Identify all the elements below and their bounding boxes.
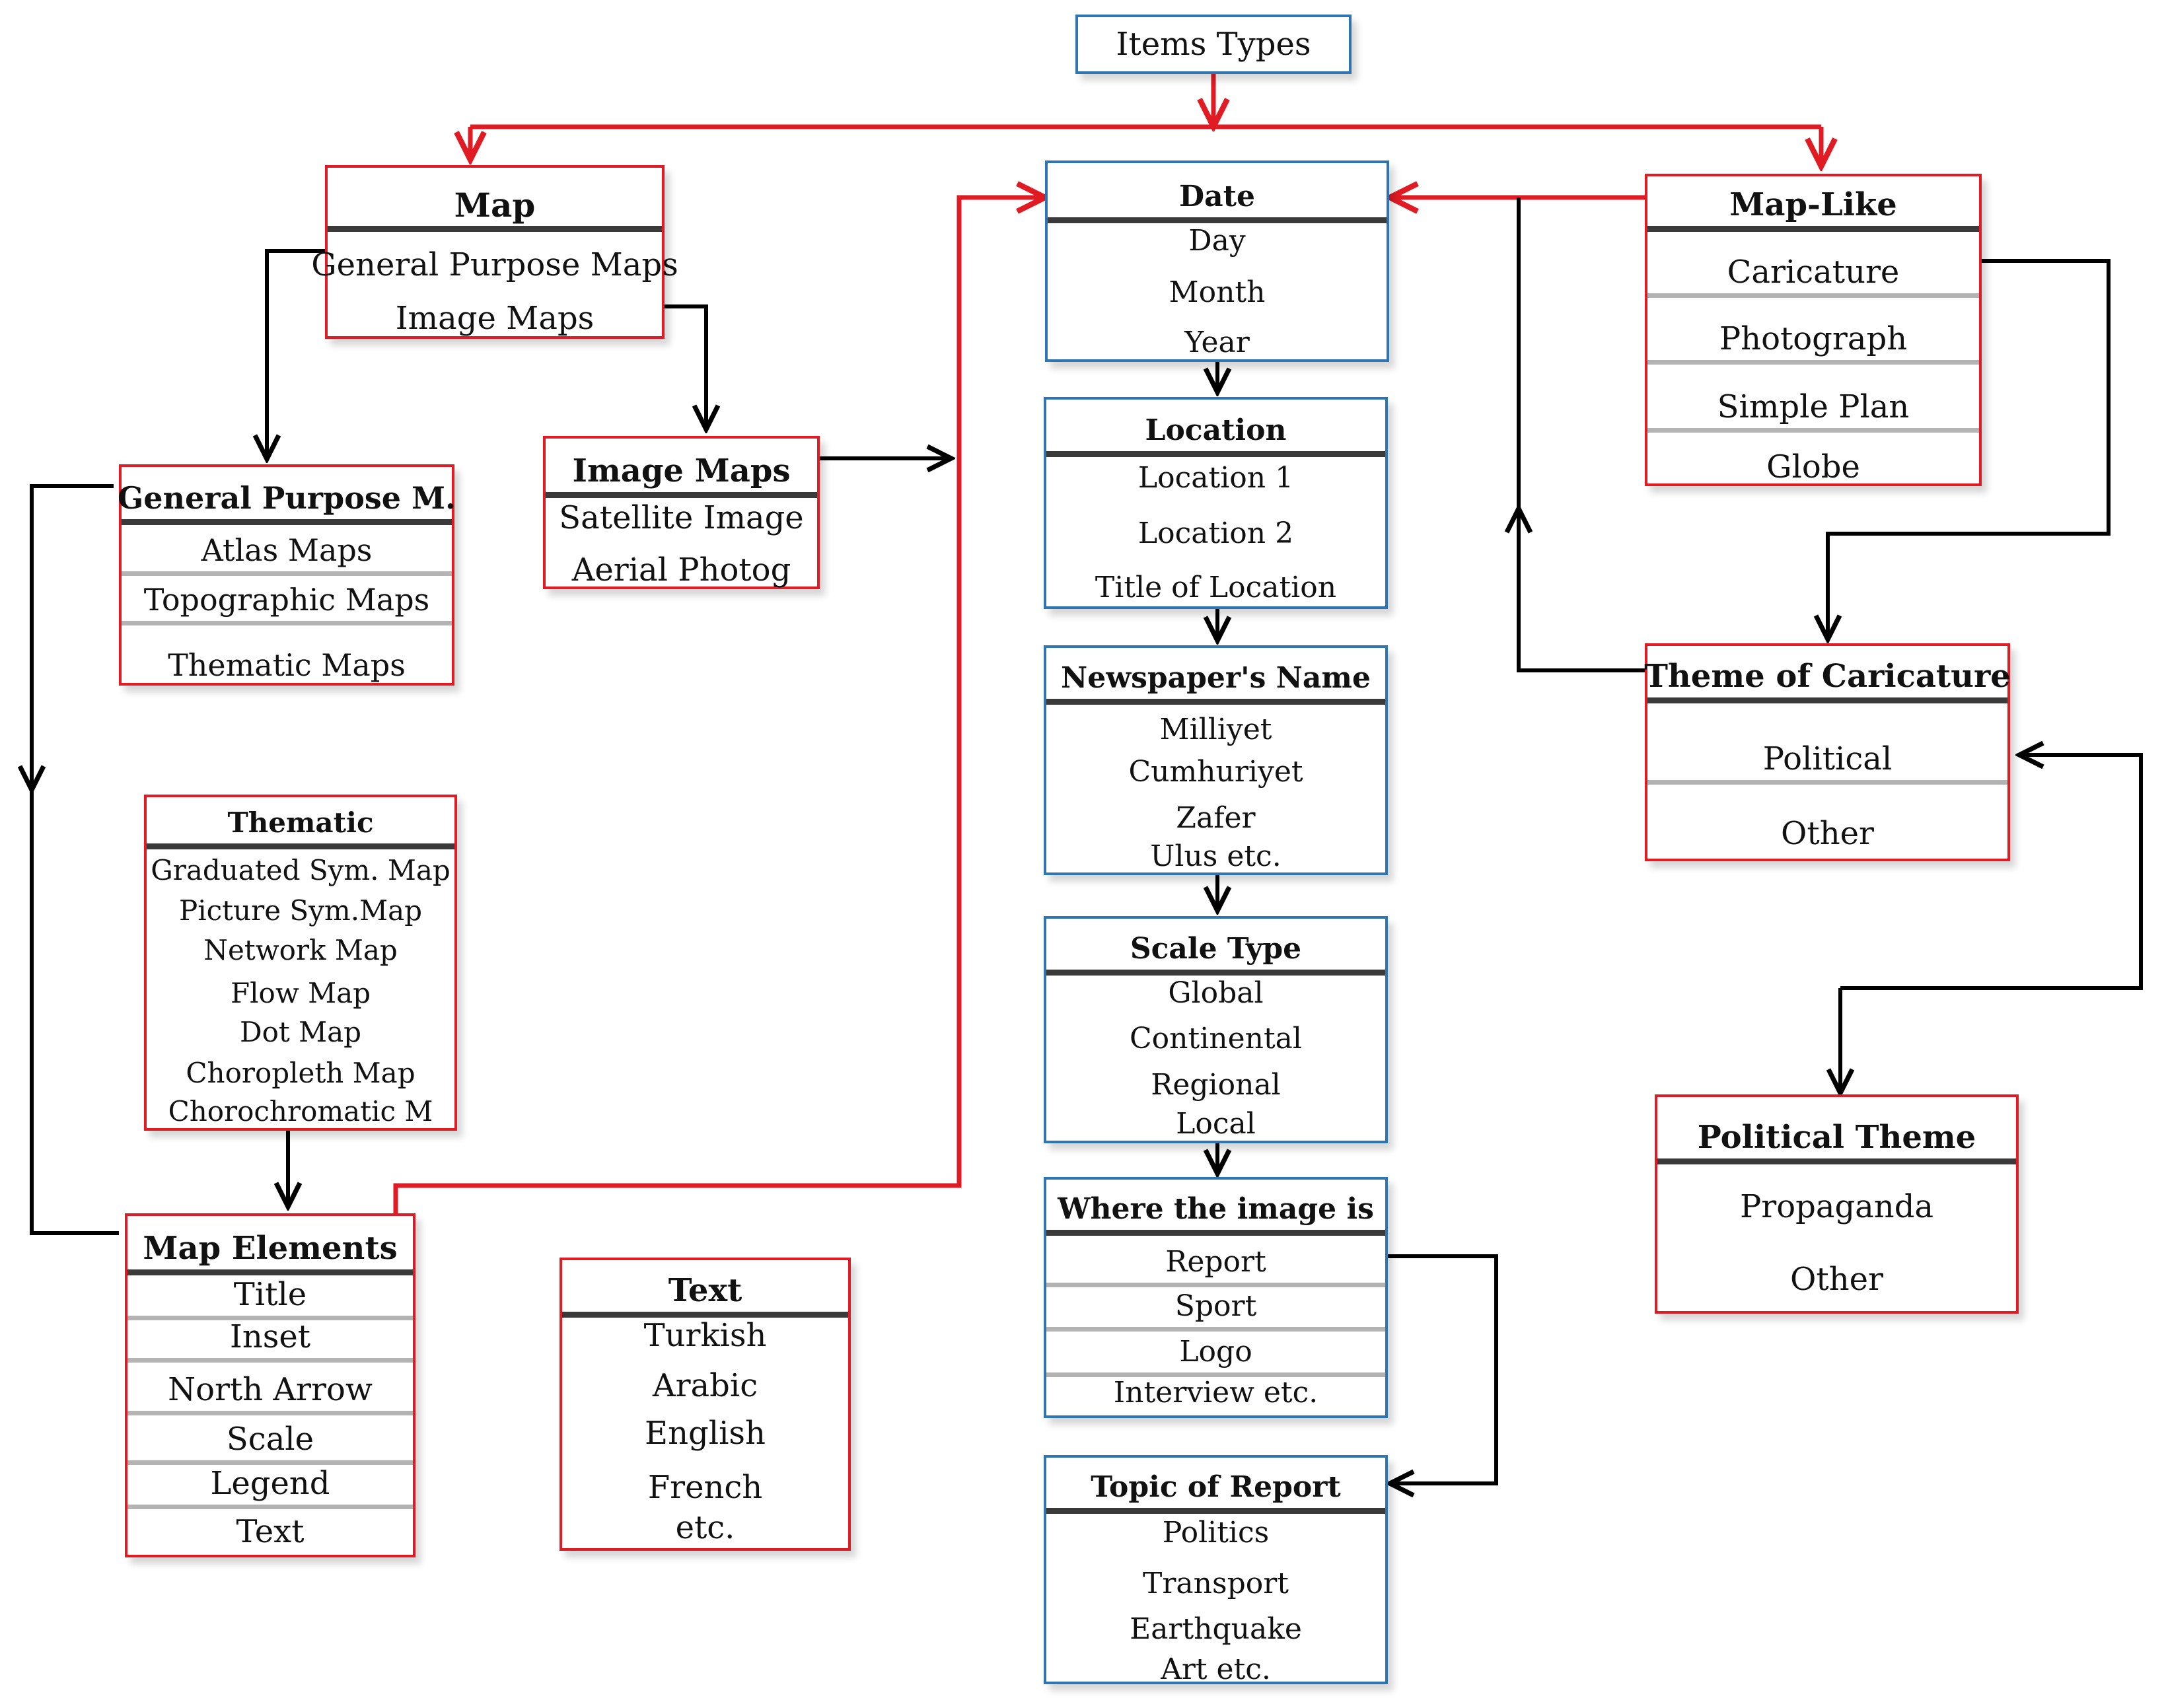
- location-item: Title of Location: [1095, 570, 1337, 604]
- thematic-item: Flow Map: [230, 976, 371, 1009]
- link-where-to-topic: [1385, 1254, 1498, 1483]
- image-maps-title: Image Maps: [546, 450, 817, 498]
- theme-of-caricature-item: Political: [1647, 738, 2007, 785]
- where-image-title: Where the image is: [1046, 1188, 1385, 1236]
- text-title: Text: [562, 1269, 848, 1318]
- topic-of-report-item: Art etc.: [1161, 1652, 1271, 1686]
- link-map-to-gpm: [267, 249, 325, 459]
- date-item: Year: [1184, 325, 1250, 359]
- map-item: General Purpose Maps: [311, 246, 678, 283]
- thematic-item: Chorochromatic M: [168, 1094, 433, 1127]
- theme-of-caricature-title: Theme of Caricature: [1644, 655, 2011, 703]
- scale-type-item: Global: [1168, 976, 1264, 1010]
- map-elements-title: Map Elements: [127, 1227, 413, 1275]
- map-like-item: Caricature: [1647, 251, 1979, 298]
- where-image-item: Interview etc.: [1113, 1375, 1318, 1409]
- scale-type-item: Continental: [1130, 1021, 1302, 1055]
- where-image-item: Logo: [1046, 1330, 1385, 1377]
- where-image-item: Sport: [1046, 1285, 1385, 1332]
- map-elements-item: Inset: [127, 1316, 413, 1363]
- link-map-to-imagemaps: [665, 304, 706, 429]
- text-item: Turkish: [643, 1317, 767, 1354]
- map-elements-item: Title: [127, 1273, 413, 1320]
- map-like-item: Simple Plan: [1647, 386, 1979, 433]
- general-purpose-item: Topographic Maps: [122, 579, 452, 625]
- scale-type-title: Scale Type: [1046, 927, 1385, 976]
- root-label: Items Types: [1116, 26, 1311, 63]
- map-elements-item: Scale: [127, 1418, 413, 1465]
- topic-of-report-item: Politics: [1162, 1515, 1270, 1549]
- text-item: French: [647, 1469, 763, 1506]
- scale-type-item: Regional: [1151, 1067, 1281, 1102]
- date-item: Day: [1188, 223, 1246, 258]
- text-item: etc.: [675, 1509, 735, 1546]
- map-elements-item: Legend: [127, 1462, 413, 1509]
- topic-of-report-title: Topic of Report: [1046, 1466, 1385, 1514]
- location-item: Location 2: [1137, 516, 1294, 550]
- thematic-item: Network Map: [203, 933, 398, 966]
- map-elements-item: North Arrow: [127, 1369, 413, 1415]
- general-purpose-item: Atlas Maps: [122, 529, 452, 576]
- text-item: English: [645, 1415, 766, 1452]
- topic-of-report-item: Transport: [1143, 1566, 1289, 1600]
- link-caricature-to-date-line: [1517, 197, 1645, 672]
- thematic-title: Thematic: [147, 801, 454, 849]
- thematic-item: Choropleth Map: [186, 1056, 415, 1089]
- newspaper-name-title: Newspaper's Name: [1046, 657, 1385, 705]
- date-title: Date: [1048, 175, 1387, 223]
- political-theme-title: Political Theme: [1657, 1116, 2016, 1164]
- political-theme-item: Other: [1790, 1261, 1883, 1298]
- newspaper-name-item: Milliyet: [1159, 712, 1272, 746]
- theme-of-caricature-item: Other: [1781, 815, 1874, 852]
- map-like-item: Photograph: [1647, 318, 1979, 365]
- link-maplike-to-caricature: [1828, 259, 2111, 639]
- newspaper-name-item: Zafer: [1176, 801, 1256, 835]
- link-political-to-caricature: [1840, 755, 2143, 990]
- map-title: Map: [328, 184, 662, 232]
- map-like-title: Map-Like: [1647, 184, 1979, 232]
- political-theme-item: Propaganda: [1739, 1188, 1934, 1225]
- date-item: Month: [1169, 275, 1266, 309]
- link-gpm-loop-to-mapelements: [30, 484, 119, 1235]
- newspaper-name-item: Cumhuriyet: [1128, 754, 1303, 789]
- text-item: Arabic: [652, 1367, 758, 1404]
- general-purpose-title: General Purpose M.: [118, 477, 456, 525]
- general-purpose-item: Thematic Maps: [168, 647, 406, 683]
- thematic-item: Dot Map: [239, 1015, 362, 1048]
- topic-of-report-item: Earthquake: [1130, 1612, 1302, 1646]
- scale-type-item: Local: [1176, 1106, 1256, 1141]
- thematic-item: Picture Sym.Map: [178, 894, 423, 927]
- map-elements-item: Text: [236, 1513, 305, 1550]
- map-item: Image Maps: [395, 300, 595, 337]
- image-maps-item: Aerial Photog: [571, 552, 791, 588]
- link-mapelements-to-date: [393, 197, 1045, 1213]
- newspaper-name-item: Ulus etc.: [1150, 839, 1282, 873]
- thematic-item: Graduated Sym. Map: [151, 853, 451, 886]
- image-maps-item: Satellite Image: [559, 499, 804, 536]
- where-image-item: Report: [1046, 1240, 1385, 1287]
- location-title: Location: [1046, 409, 1385, 457]
- map-like-item: Globe: [1766, 448, 1860, 485]
- location-item: Location 1: [1137, 460, 1294, 495]
- items-types-root: Items Types: [1075, 15, 1352, 74]
